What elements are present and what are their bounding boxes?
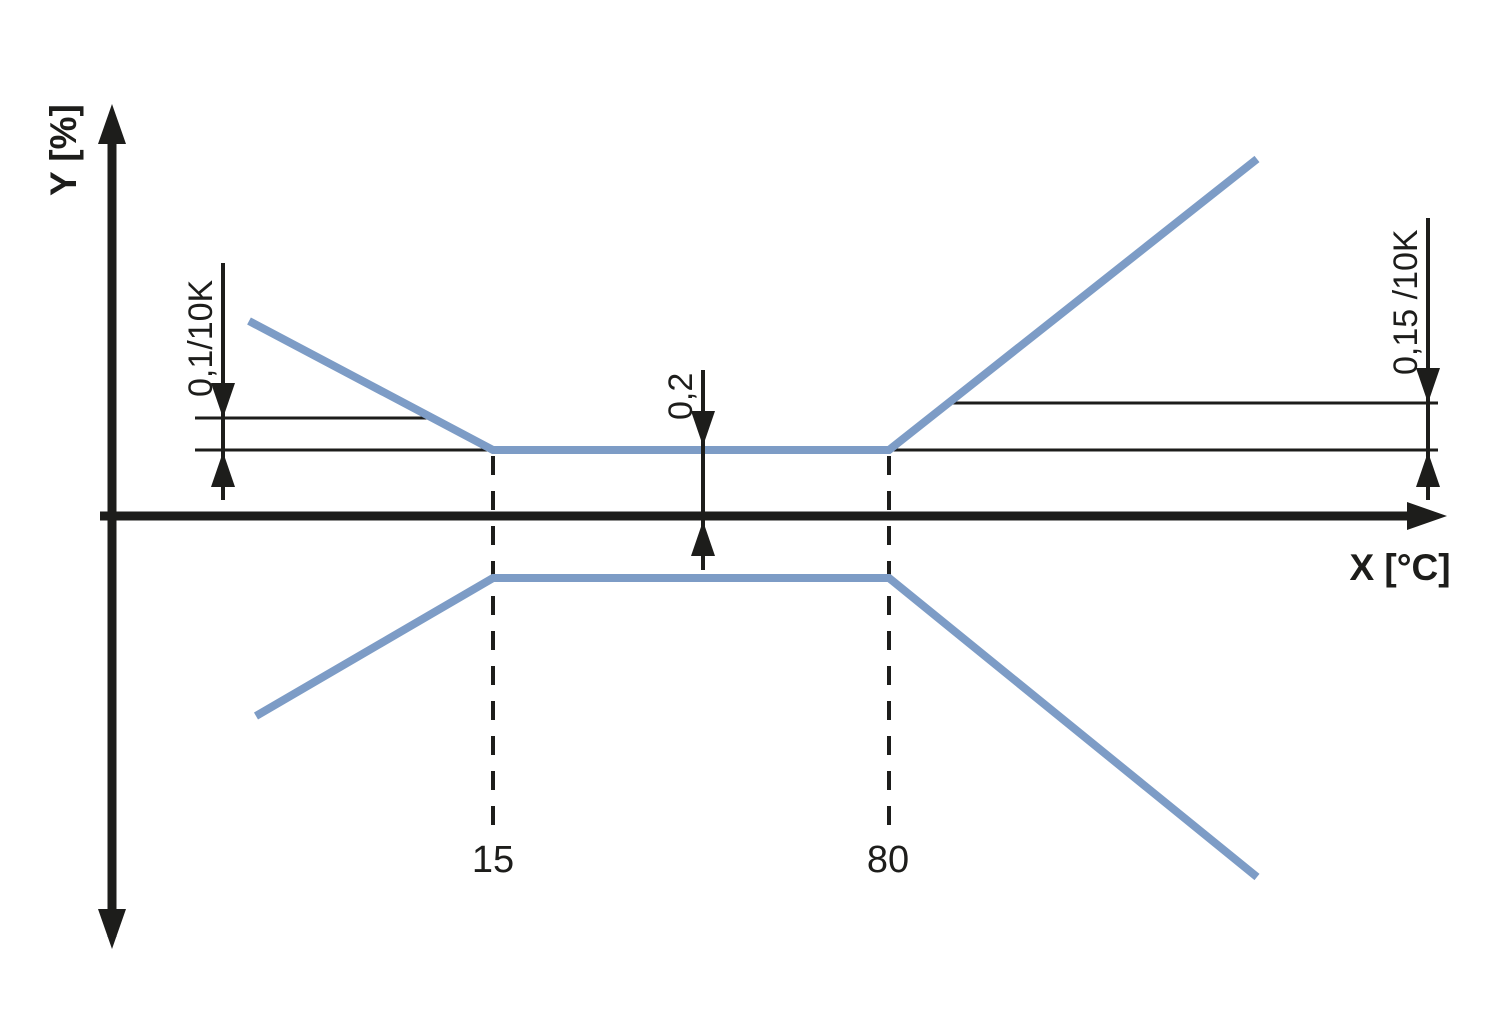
x-tick-80: 80 (867, 839, 909, 881)
x-axis-label: X [°C] (1349, 547, 1450, 588)
y-axis-arrow-up-icon (98, 104, 126, 144)
arrow-down-icon (691, 411, 715, 446)
upper-error-limit-line (247, 155, 1260, 454)
arrow-up-icon (691, 521, 715, 556)
left-slope-dimension: 0,1/10K (182, 263, 235, 500)
y-axis-label: Y [%] (43, 104, 84, 196)
arrow-down-icon (1416, 368, 1440, 403)
arrow-up-icon (211, 452, 235, 487)
center-offset-dimension: 0,2 (662, 370, 715, 570)
x-tick-15: 15 (472, 839, 514, 881)
x-axis-arrow-icon (1407, 502, 1447, 530)
center-offset-label: 0,2 (662, 373, 700, 420)
right-slope-dimension: 0,15 /10K (1387, 218, 1440, 500)
lower-error-limit-line (253, 574, 1260, 881)
right-slope-label: 0,15 /10K (1387, 229, 1425, 375)
left-slope-label: 0,1/10K (182, 279, 220, 397)
arrow-down-icon (211, 383, 235, 418)
arrow-up-icon (1416, 452, 1440, 487)
y-axis-arrow-down-icon (98, 909, 126, 949)
